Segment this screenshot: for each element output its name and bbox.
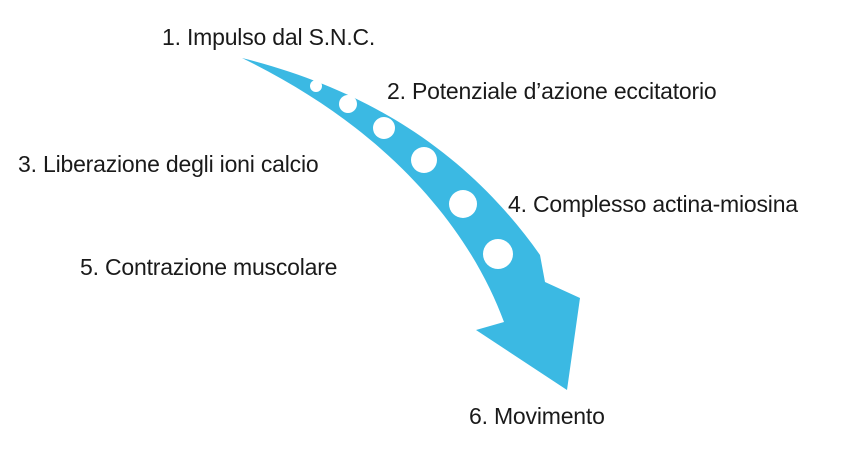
step-label-3: 3. Liberazione degli ioni calcio [18,151,319,177]
bubble [310,80,322,92]
bubble [411,147,437,173]
bubble-group [310,80,513,269]
bubble [449,190,477,218]
bubble [483,239,513,269]
step-label-2: 2. Potenziale d’azione eccitatorio [387,78,717,104]
step-label-6: 6. Movimento [469,403,605,429]
step-label-1: 1. Impulso dal S.N.C. [162,24,376,50]
step-label-5: 5. Contrazione muscolare [80,254,338,280]
curved-flow-arrow [242,58,580,390]
step-label-4: 4. Complesso actina-miosina [508,191,798,217]
bubble [339,95,357,113]
bubble [373,117,395,139]
